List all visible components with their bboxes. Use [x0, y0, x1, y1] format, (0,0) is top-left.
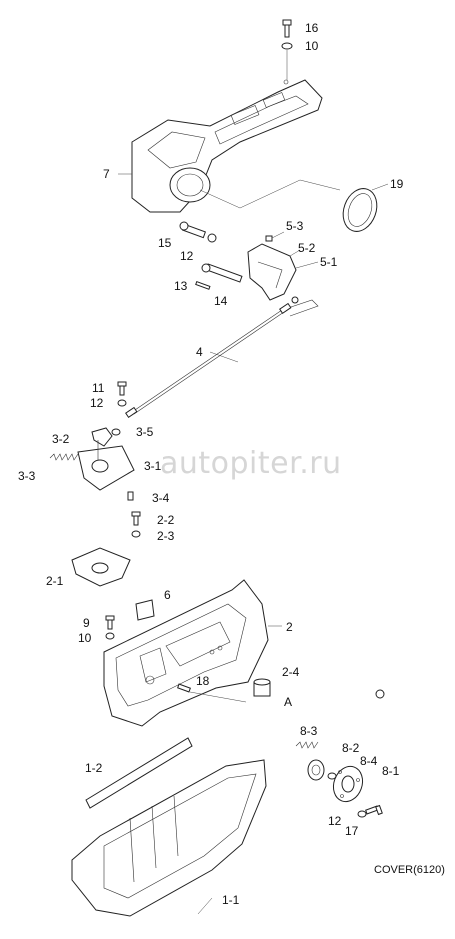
- part-2-1-bracket: [71, 547, 131, 587]
- part-3-1-plate: [77, 440, 135, 491]
- callout-11: 11: [92, 381, 105, 395]
- part-9-screw: [105, 615, 115, 630]
- part-6-clip: [135, 599, 155, 621]
- part-19-ring: [342, 188, 378, 232]
- callout-12: 12: [180, 249, 194, 263]
- part-4-cable: [125, 299, 319, 418]
- part-2-4-bushing: [253, 678, 271, 697]
- part-10-washer-b: [105, 632, 115, 640]
- callout-18: 18: [196, 674, 210, 688]
- callout-19: 19: [390, 177, 404, 191]
- callout-3-1: 3-1: [144, 459, 162, 473]
- diagram-caption: COVER(6120): [374, 864, 445, 876]
- part-15-pin: [179, 221, 207, 239]
- callout-a: A: [284, 695, 293, 709]
- part-12-washer-b: [117, 399, 127, 407]
- callout-17: 17: [345, 824, 359, 838]
- callout-2-1: 2-1: [46, 574, 64, 588]
- callout-2-2: 2-2: [157, 513, 175, 527]
- callout-3-2: 3-2: [52, 432, 70, 446]
- part-3-4-screw: [127, 491, 134, 501]
- part-11-screw: [117, 381, 127, 396]
- callout-5-2: 5-2: [298, 241, 316, 255]
- part-5-bracket-assembly: [247, 235, 299, 304]
- part-1-1-lower-cover: [71, 759, 267, 917]
- callout-2-4: 2-4: [282, 665, 300, 679]
- callout-12-c: 12: [328, 814, 342, 828]
- callout-10: 10: [305, 39, 319, 53]
- callout-12-b: 12: [90, 396, 104, 410]
- part-8-1-hub: [332, 765, 364, 803]
- callout-5-3: 5-3: [286, 219, 304, 233]
- callout-8-3: 8-3: [300, 724, 318, 738]
- part-7-console-top: [131, 79, 323, 213]
- callout-1-2: 1-2: [85, 761, 103, 775]
- part-3-3-spring: [49, 453, 79, 461]
- part-8-2-knob: [307, 759, 325, 781]
- callout-9: 9: [83, 616, 90, 630]
- callout-7: 7: [103, 167, 110, 181]
- part-17-screw: [365, 804, 383, 816]
- part-2-3-washer: [131, 530, 141, 538]
- callout-13: 13: [174, 279, 188, 293]
- callout-5-1: 5-1: [320, 255, 338, 269]
- callout-3-3: 3-3: [18, 469, 36, 483]
- callout-10-b: 10: [78, 631, 92, 645]
- callout-6: 6: [164, 588, 171, 602]
- callout-8-1: 8-1: [382, 764, 400, 778]
- watermark-text: autopiter.ru: [160, 446, 342, 481]
- part-8-3-spring: [295, 741, 319, 749]
- callout-1-1: 1-1: [222, 893, 240, 907]
- part-2-2-screw: [131, 511, 141, 526]
- part-10-washer: [281, 42, 293, 50]
- callout-15: 15: [158, 236, 172, 250]
- part-18-pin: [177, 683, 191, 693]
- callout-3-5: 3-5: [136, 425, 154, 439]
- callout-3-4: 3-4: [152, 491, 170, 505]
- part-12-washer-c: [357, 810, 367, 818]
- part-16-bolt: [282, 19, 292, 38]
- part-3-5-nut: [111, 428, 121, 436]
- part-2-console-body: [103, 579, 269, 727]
- callout-8-2: 8-2: [342, 741, 360, 755]
- callout-8-4: 8-4: [360, 754, 378, 768]
- callout-2-3: 2-3: [157, 529, 175, 543]
- callout-14: 14: [214, 294, 228, 308]
- part-12-washer: [207, 233, 217, 243]
- part-14-bolt: [201, 263, 243, 283]
- part-1-2-trim: [85, 737, 193, 809]
- callout-4: 4: [196, 345, 203, 359]
- small-nut: [375, 689, 385, 699]
- part-13-pin: [195, 281, 211, 290]
- part-3-2-clip: [91, 427, 113, 447]
- callout-16: 16: [305, 21, 319, 35]
- part-8-4-washer: [327, 772, 337, 780]
- callout-2: 2: [286, 620, 293, 634]
